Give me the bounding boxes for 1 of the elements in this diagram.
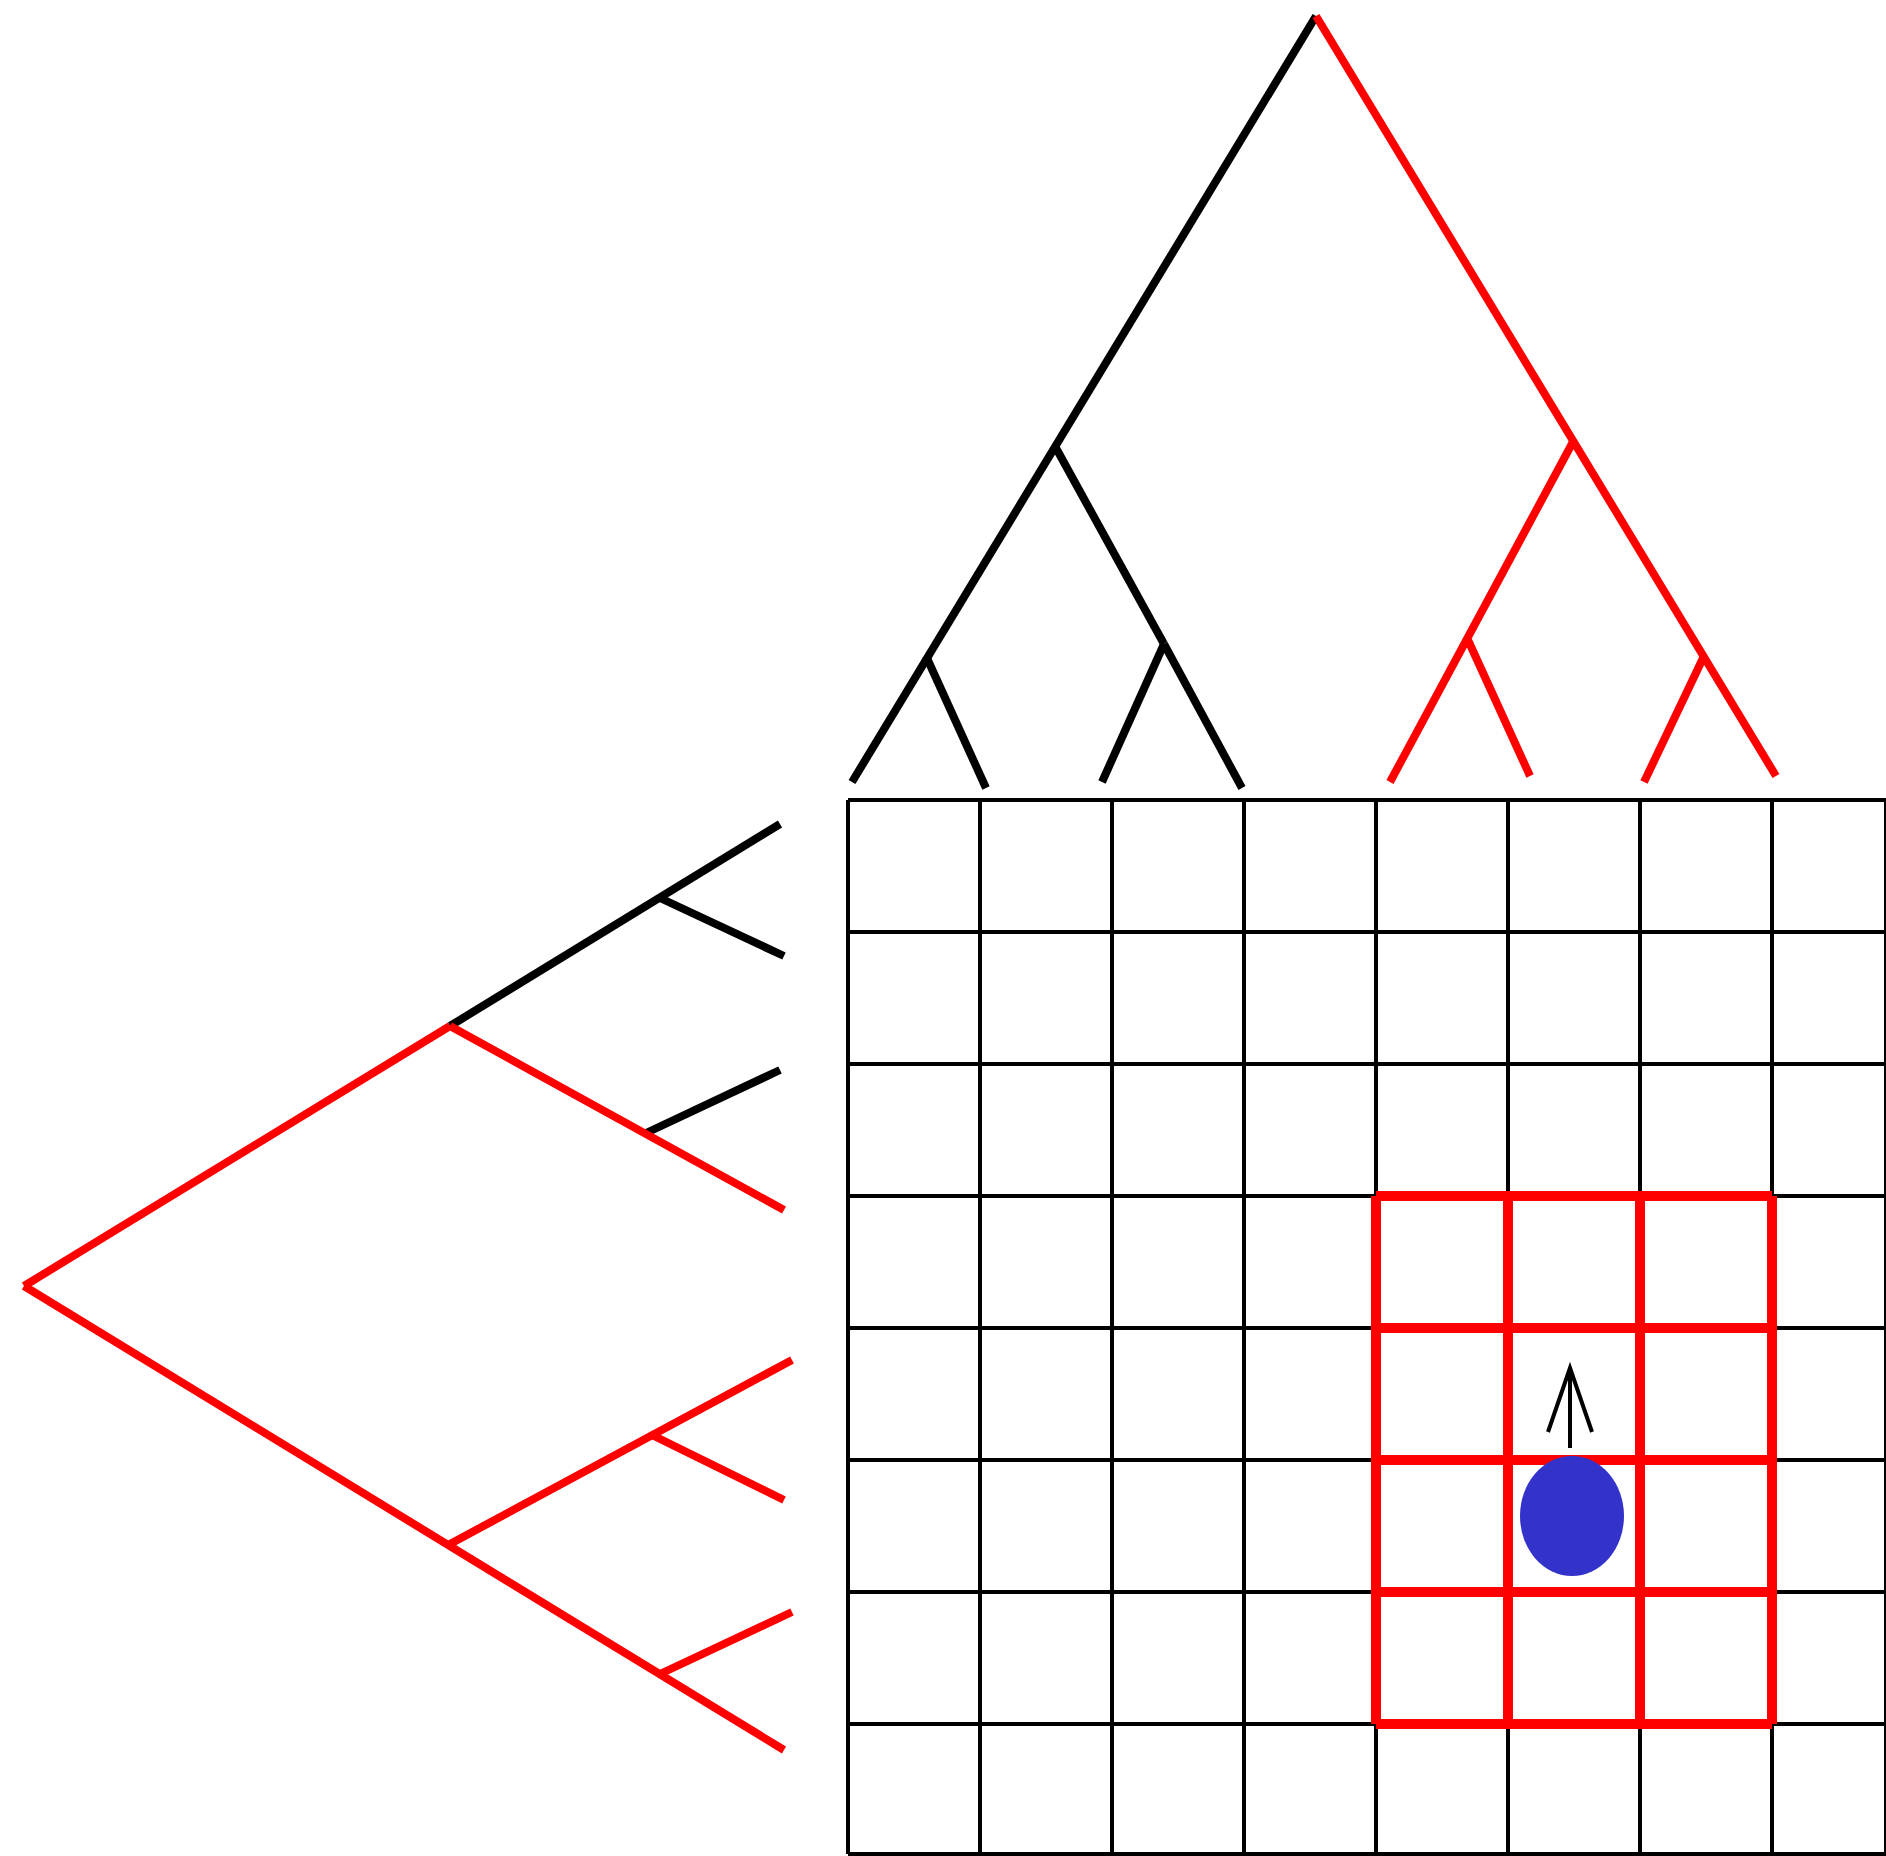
dot bbox=[1520, 1456, 1624, 1576]
